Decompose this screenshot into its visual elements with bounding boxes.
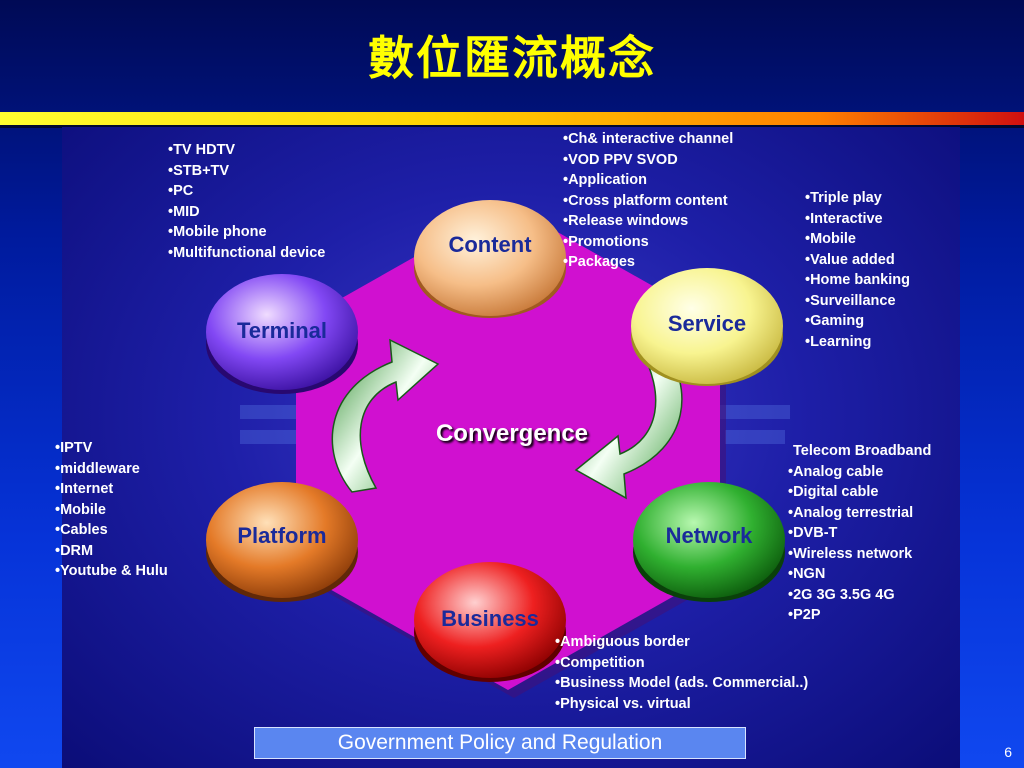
list-item: middleware [55,459,168,480]
list-item: IPTV [55,438,168,459]
list-item: Surveillance [805,291,910,312]
list-item: Release windows [563,211,733,232]
list-item: PC [168,181,325,202]
list-item: Multifunctional device [168,243,325,264]
list-item: 2G 3G 3.5G 4G [788,585,931,606]
list-item: MID [168,202,325,223]
list-item: Cables [55,520,168,541]
policy-banner: Government Policy and Regulation [254,727,746,759]
list-item: STB+TV [168,161,325,182]
list-item: Business Model (ads. Commercial..) [555,673,808,694]
slide-title: 數位匯流概念 [368,31,656,85]
background-stripe [725,430,785,444]
business-bullet-list: Ambiguous border Competition Business Mo… [555,632,808,714]
list-item: DVB-T [788,523,931,544]
service-bullet-list: Triple play Interactive Mobile Value add… [805,188,910,352]
terminal-node [206,274,358,394]
list-item: Value added [805,250,910,271]
list-item: Learning [805,332,910,353]
list-item: Triple play [805,188,910,209]
curved-arrow-left [331,338,440,493]
list-item: Physical vs. virtual [555,694,808,715]
list-item: Mobile [55,500,168,521]
list-item: Internet [55,479,168,500]
list-item: TV HDTV [168,140,325,161]
platform-node [206,482,358,602]
service-label: Service [667,311,747,336]
background-stripe [240,430,300,444]
list-item: DRM [55,541,168,562]
list-item: Application [563,170,733,191]
network-list-heading: Telecom Broadband [793,443,932,459]
list-item: Digital cable [788,482,931,503]
list-item: Interactive [805,209,910,230]
list-item: Home banking [805,270,910,291]
content-node [414,200,566,318]
business-node [414,562,566,682]
convergence-hexagon [296,204,720,690]
business-label: Business [441,606,539,631]
platform-label: Platform [237,523,327,548]
convergence-label: Convergence [435,420,589,447]
list-item: Competition [555,653,808,674]
list-item: Analog cable [788,462,931,483]
list-item: Ambiguous border [555,632,808,653]
content-label: Content [448,232,532,257]
page-number: 6 [1004,744,1012,760]
background-stripe [720,405,790,419]
terminal-label: Terminal [236,318,328,343]
platform-bullet-list: IPTV middleware Internet Mobile Cables D… [55,438,168,582]
list-item: Gaming [805,311,910,332]
list-item: Ch& interactive channel [563,129,733,150]
network-label: Network [665,523,753,548]
list-item: NGN [788,564,931,585]
list-item: Analog terrestrial [788,503,931,524]
list-item: Mobile [805,229,910,250]
background-stripe [240,405,310,419]
list-item: Promotions [563,232,733,253]
service-node [631,268,783,386]
list-item: Mobile phone [168,222,325,243]
terminal-bullet-list: TV HDTV STB+TV PC MID Mobile phone Multi… [168,140,325,263]
curved-arrow-right [574,341,683,500]
network-node [633,482,785,602]
title-underline-shadow [0,125,1024,128]
list-item: Youtube & Hulu [55,561,168,582]
list-item: Cross platform content [563,191,733,212]
content-bullet-list: Ch& interactive channel VOD PPV SVOD App… [563,129,733,273]
title-underline-bar [0,112,1024,125]
list-item: Wireless network [788,544,931,565]
list-item: VOD PPV SVOD [563,150,733,171]
network-bullet-list: Telecom Broadband Analog cable Digital c… [788,441,931,626]
list-item: Packages [563,252,733,273]
list-item: P2P [788,605,931,626]
